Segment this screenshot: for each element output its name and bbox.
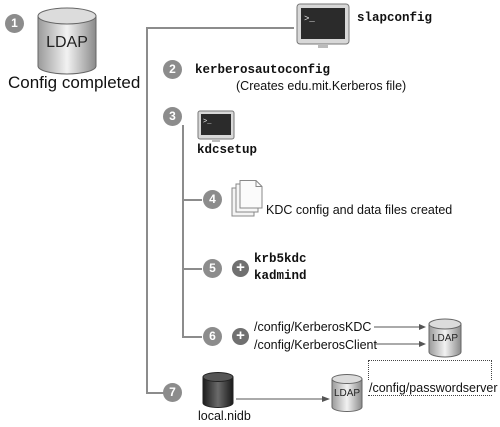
- step-2-command: kerberosautoconfig: [195, 63, 331, 77]
- database-icon: LDAP: [331, 374, 363, 412]
- trunk-top-connector: [146, 27, 294, 29]
- step-3-badge: 3: [163, 107, 182, 126]
- slapconfig-command: slapconfig: [357, 11, 433, 25]
- step-7-badge: 7: [163, 383, 182, 402]
- root-db-label: LDAP: [46, 34, 88, 51]
- arrow-nidb-to-ldap: [236, 390, 330, 402]
- terminal-icon: >_: [197, 110, 235, 143]
- arrow-kdc-to-ldap: [374, 323, 426, 347]
- database-icon: LDAP: [428, 318, 462, 358]
- database-icon: [202, 372, 234, 408]
- step-4-badge: 4: [203, 190, 222, 209]
- password-server-node: [368, 360, 492, 396]
- step-6-db-label: LDAP: [431, 333, 459, 344]
- path-kerberos-client: /config/KerberosClient: [254, 338, 377, 352]
- step-7-node-label: /config/passwordserver: [366, 381, 500, 395]
- step-1-badge: 1: [5, 14, 24, 33]
- step-5-connector: [182, 268, 202, 270]
- svg-text:>_: >_: [304, 14, 315, 24]
- documents-icon: [230, 180, 264, 218]
- step-4-connector: [182, 199, 202, 201]
- step-3-command: kdcsetup: [197, 143, 258, 157]
- step-6-connector: [182, 336, 202, 338]
- step-7-connector: [146, 392, 164, 394]
- plus-icon: +: [232, 260, 249, 277]
- step-2-badge: 2: [163, 60, 182, 79]
- svg-text:>_: >_: [203, 118, 212, 126]
- trunk-line: [146, 27, 148, 393]
- step-4-text: KDC config and data files created: [266, 203, 453, 217]
- step-7-db-label: LDAP: [333, 388, 361, 399]
- plus-icon: +: [232, 328, 249, 345]
- service-kadmind: kadmind: [254, 269, 307, 283]
- step-2-note: (Creates edu.mit.Kerberos file): [236, 79, 407, 93]
- path-kerberos-kdc: /config/KerberosKDC: [254, 320, 372, 334]
- database-icon: LDAP: [36, 6, 98, 76]
- step-5-badge: 5: [203, 259, 222, 278]
- step-6-badge: 6: [203, 327, 222, 346]
- step-7-source-label: local.nidb: [198, 409, 251, 423]
- page-title: Config completed: [8, 73, 141, 92]
- service-krb5kdc: krb5kdc: [254, 252, 307, 266]
- terminal-icon: >_: [296, 3, 350, 50]
- branch-line: [182, 125, 184, 337]
